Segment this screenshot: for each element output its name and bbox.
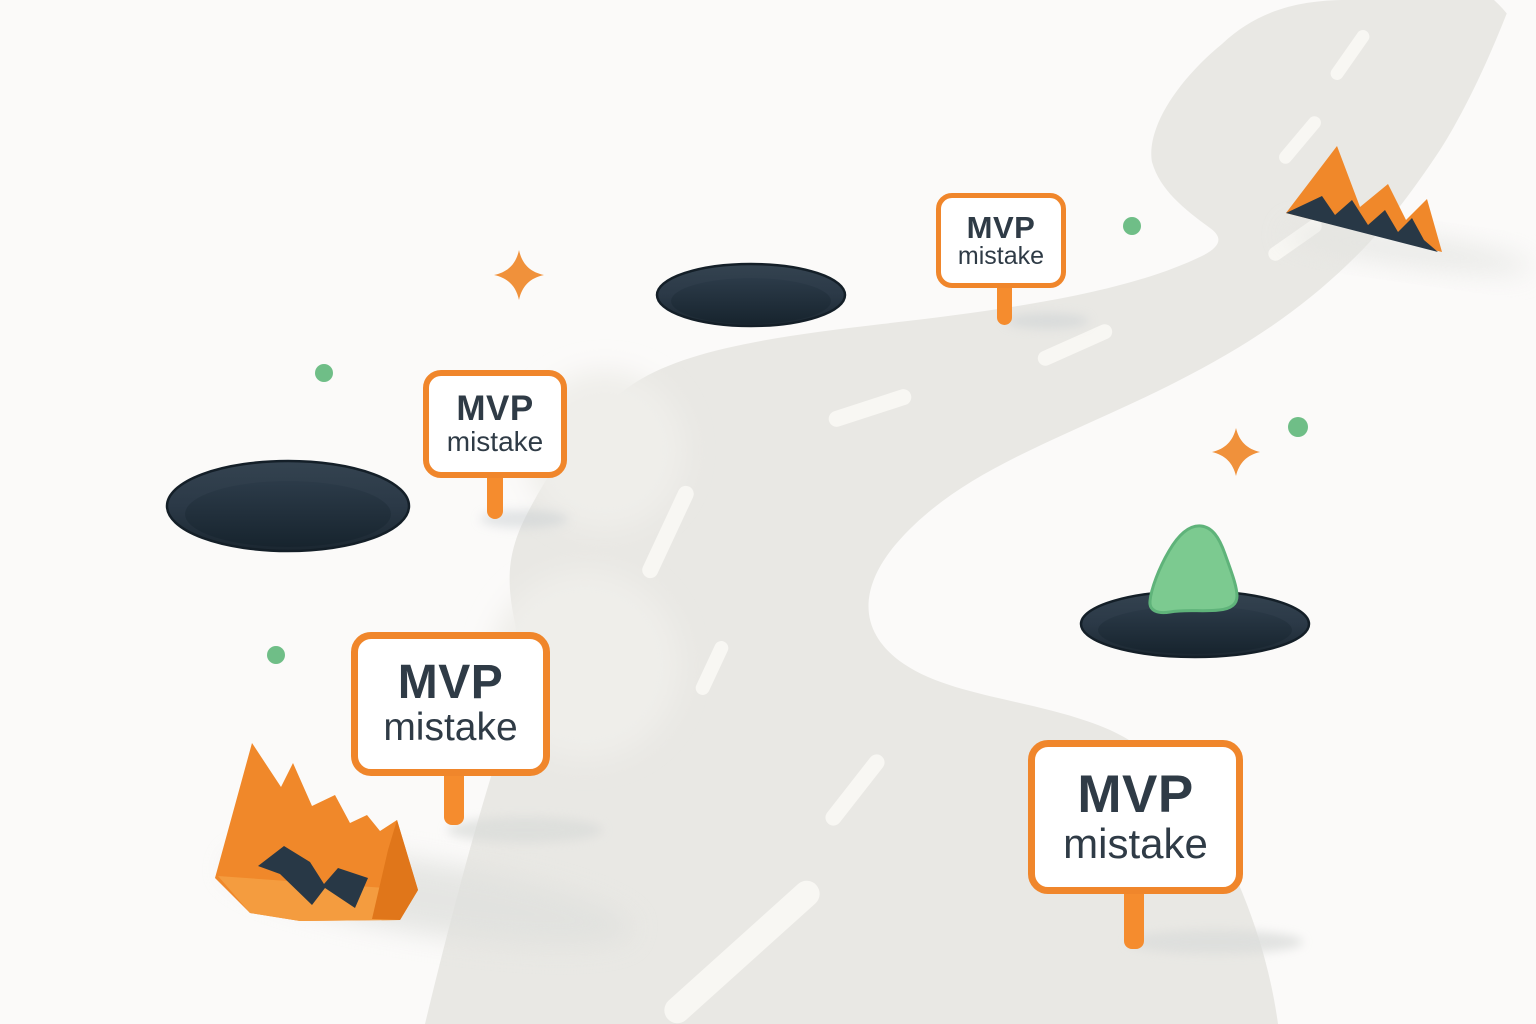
fire-base-zigzag xyxy=(1286,196,1438,252)
fire-flames xyxy=(1286,146,1442,252)
green-dot xyxy=(1123,217,1141,235)
road-dash xyxy=(642,485,694,579)
fire-hazard-bottom-left xyxy=(215,743,418,921)
road-dash xyxy=(825,754,885,826)
sign-line2: mistake xyxy=(957,242,1045,271)
sign-line1: MVP xyxy=(966,209,1036,245)
fire-side-face xyxy=(372,820,418,920)
road-dash xyxy=(1330,30,1370,80)
green-dot xyxy=(315,364,333,382)
road-dash xyxy=(695,641,729,695)
mvp-mistake-sign-top: MVP mistake xyxy=(936,193,1066,288)
green-dot xyxy=(267,646,285,664)
sparkle-icon xyxy=(1212,428,1260,476)
fire-base-zigzag xyxy=(258,846,368,908)
mvp-mistake-sign-bottom-left: MVP mistake xyxy=(351,632,550,776)
sign-post xyxy=(1124,890,1144,949)
sign-line1: MVP xyxy=(397,656,504,710)
road-dash xyxy=(664,880,820,1024)
green-dot xyxy=(1288,417,1308,437)
road-center-line xyxy=(642,30,1370,1024)
shadow xyxy=(447,817,603,843)
road-dash xyxy=(1037,324,1113,366)
road-dash xyxy=(1279,116,1321,164)
sign-post xyxy=(444,772,464,825)
traffic-cone xyxy=(1148,524,1239,615)
mvp-mistake-sign-bottom-right: MVP mistake xyxy=(1028,740,1243,894)
sign-line2: mistake xyxy=(383,706,518,749)
road-dash xyxy=(828,389,912,427)
shadow xyxy=(1005,313,1089,329)
sign-post xyxy=(997,284,1012,325)
sign-line1: MVP xyxy=(456,389,534,429)
pothole-top xyxy=(655,262,847,328)
fire-front-face xyxy=(218,876,418,921)
sign-line2: mistake xyxy=(446,426,544,458)
sign-line1: MVP xyxy=(1077,764,1194,824)
fire-flames xyxy=(215,743,418,921)
sign-line2: mistake xyxy=(1063,819,1208,867)
background-corner xyxy=(1494,0,1536,70)
shadow xyxy=(1127,930,1303,954)
mvp-mistake-sign-middle-left: MVP mistake xyxy=(423,370,567,478)
road xyxy=(425,0,1512,1024)
fire-hazard-top-right xyxy=(1286,146,1442,252)
shadows xyxy=(227,227,1532,954)
pothole-left xyxy=(165,459,411,553)
shadow xyxy=(1284,227,1532,273)
sign-post xyxy=(487,474,503,519)
sparkle-icon xyxy=(494,250,544,300)
